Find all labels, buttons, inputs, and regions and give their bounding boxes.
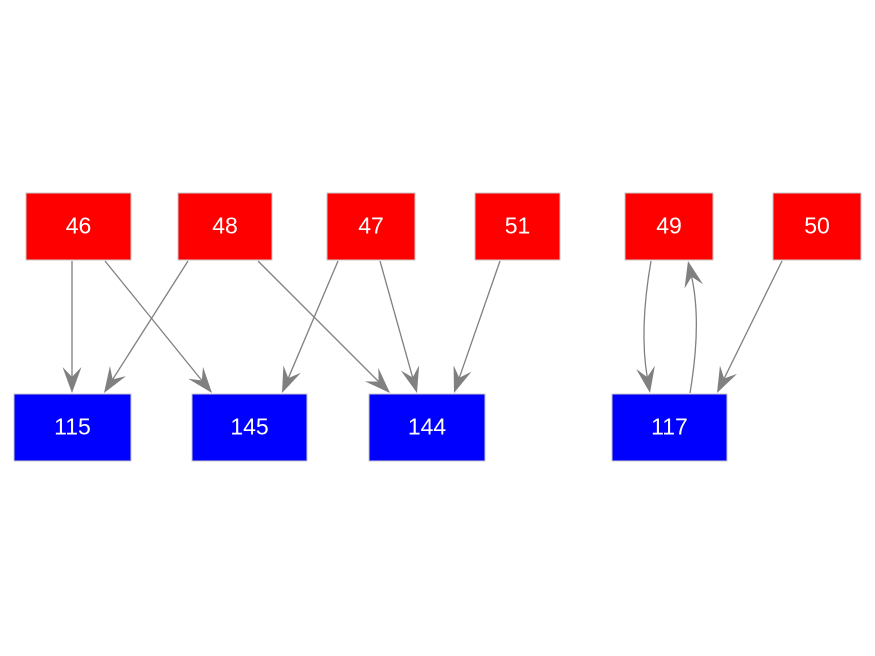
graph-edge[interactable] (379, 260, 420, 393)
node-layer: 46 48 47 51 49 50 115 145 144 117 (13, 192, 862, 462)
node-rect[interactable] (177, 192, 273, 261)
node-rect[interactable] (611, 393, 728, 462)
node-rect[interactable] (25, 192, 132, 261)
graph-edge[interactable] (257, 260, 390, 393)
graph-edge[interactable] (62, 261, 82, 393)
arrow-head-icon (400, 365, 420, 393)
arrow-head-icon (684, 261, 704, 289)
arrow-head-icon (282, 365, 301, 393)
arrow-head-icon (453, 365, 472, 393)
graph-node[interactable]: 117 (611, 393, 728, 462)
graph-node[interactable]: 46 (25, 192, 132, 261)
arrow-head-icon (636, 365, 655, 393)
graph-node[interactable]: 47 (326, 192, 416, 261)
edge-line (257, 260, 380, 383)
graph-edge[interactable] (684, 261, 704, 394)
edge-line (643, 260, 652, 379)
arrow-head-icon (188, 366, 212, 393)
edge-line (689, 275, 698, 394)
graph-edge[interactable] (104, 260, 212, 393)
node-rect[interactable] (13, 393, 132, 462)
node-rect[interactable] (326, 192, 416, 261)
edge-line (723, 260, 783, 380)
graph-node[interactable]: 144 (368, 393, 486, 462)
edge-line (458, 260, 501, 380)
graph-edge[interactable] (717, 260, 783, 393)
edge-line (111, 260, 189, 381)
node-rect[interactable] (772, 192, 862, 261)
node-rect[interactable] (191, 393, 308, 462)
edge-line (287, 260, 339, 380)
edge-line (104, 260, 204, 382)
arrow-head-icon (717, 365, 738, 393)
graph-edge[interactable] (104, 260, 189, 393)
graph-node[interactable]: 145 (191, 393, 308, 462)
graph-node[interactable]: 48 (177, 192, 273, 261)
graph-node[interactable]: 51 (474, 192, 561, 261)
edge-layer (62, 260, 783, 394)
graph-node[interactable]: 115 (13, 393, 132, 462)
graph-node[interactable]: 50 (772, 192, 862, 261)
node-rect[interactable] (474, 192, 561, 261)
arrow-head-icon (104, 365, 126, 393)
graph-edge[interactable] (453, 260, 501, 393)
node-rect[interactable] (368, 393, 486, 462)
graph-edge[interactable] (636, 260, 655, 393)
graph-node[interactable]: 49 (624, 192, 714, 261)
edge-line (379, 260, 414, 379)
node-rect[interactable] (624, 192, 714, 261)
arrow-head-icon (62, 367, 82, 393)
graph-edge[interactable] (282, 260, 339, 393)
arrow-head-icon (364, 367, 390, 393)
